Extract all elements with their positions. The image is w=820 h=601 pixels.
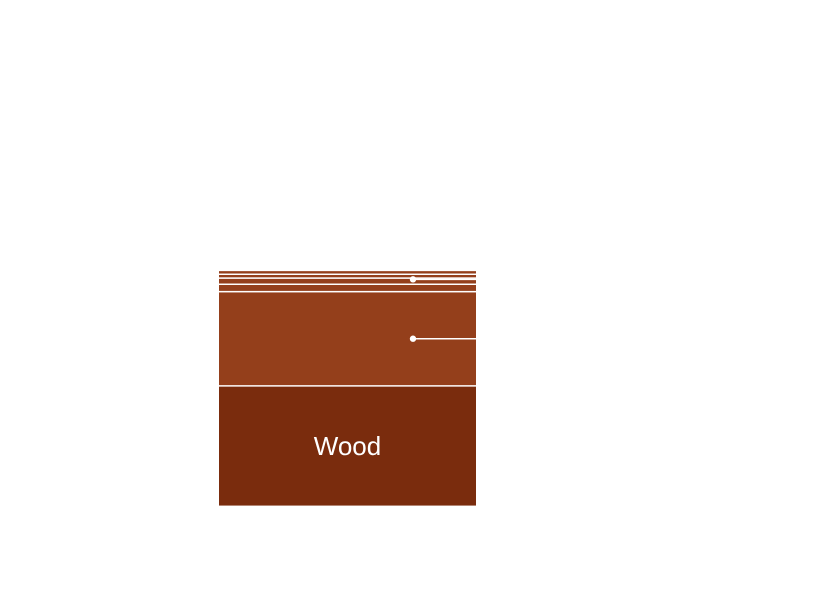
bar-segment-6 [219, 283, 476, 285]
bar-segment-5 [219, 284, 476, 291]
bar-segment-0 [219, 505, 476, 507]
bar-segment-9 [219, 274, 476, 278]
bar-segment-2 [219, 385, 476, 387]
bar-segment-7 [219, 278, 476, 284]
bar-segment-1 [219, 386, 476, 506]
bar-segment-11 [219, 271, 476, 274]
bar-segment-8 [219, 277, 476, 279]
callout-dot-0 [409, 335, 417, 342]
segment-labels: Wood [314, 431, 381, 461]
callout-markers [409, 276, 476, 342]
bar-segments [219, 271, 476, 507]
bar-segment-4 [219, 290, 476, 293]
bar-segment-10 [219, 273, 476, 275]
segment-label-1: Wood [314, 431, 381, 461]
callout-dot-1 [409, 276, 417, 283]
